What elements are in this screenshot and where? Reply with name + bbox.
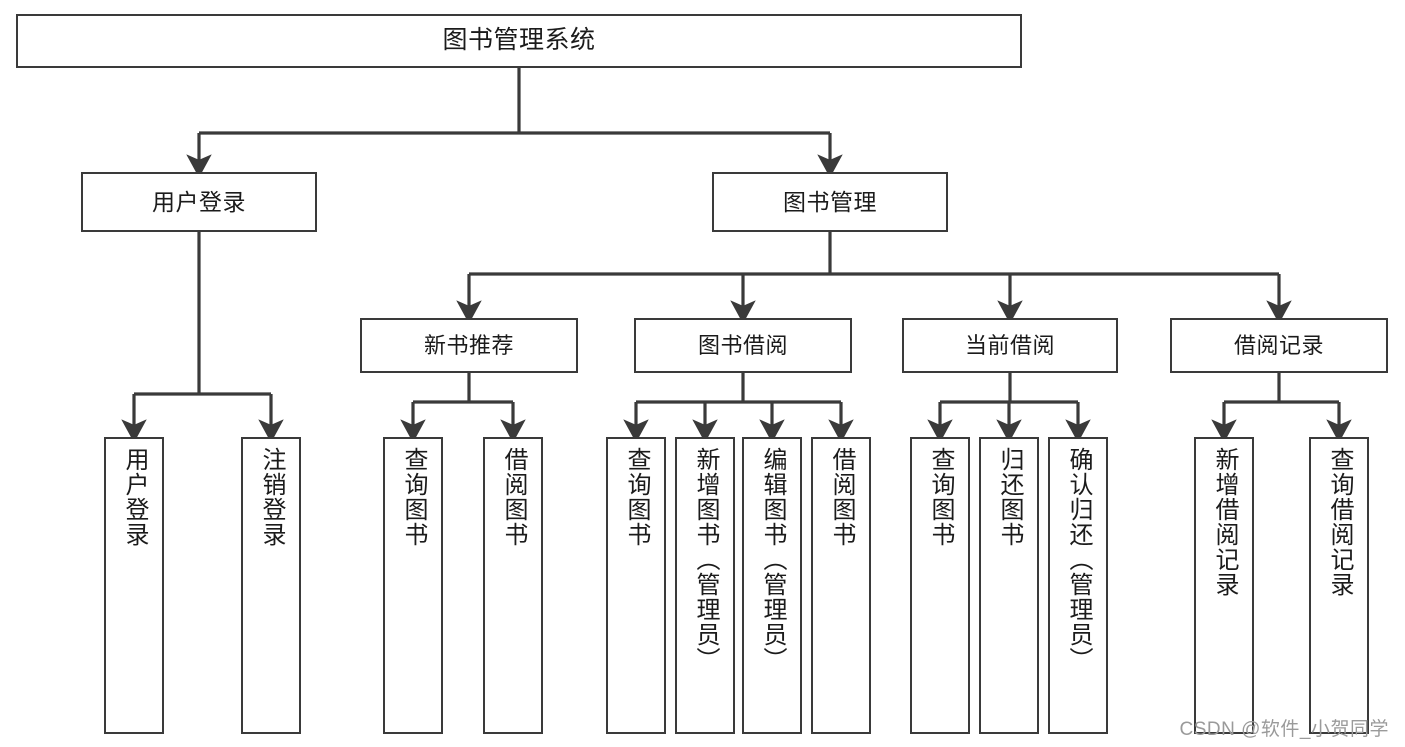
node-leaf-borrow-book-1-label: 借阅图书	[499, 447, 527, 547]
node-user-login[interactable]: 用户登录	[81, 172, 317, 232]
node-book-borrow-label: 图书借阅	[697, 332, 788, 358]
node-leaf-query-book-2[interactable]: 查询图书	[606, 437, 666, 734]
node-leaf-return-book[interactable]: 归还图书	[979, 437, 1039, 734]
node-root[interactable]: 图书管理系统	[16, 14, 1022, 68]
node-new-book-rec[interactable]: 新书推荐	[360, 318, 578, 373]
node-borrow-record[interactable]: 借阅记录	[1170, 318, 1388, 373]
node-book-manage[interactable]: 图书管理	[712, 172, 948, 232]
node-book-manage-label: 图书管理	[783, 188, 877, 215]
node-current-borrow[interactable]: 当前借阅	[902, 318, 1118, 373]
node-leaf-query-book-3-label: 查询图书	[926, 447, 954, 547]
watermark: CSDN @软件_小贺同学	[1179, 719, 1389, 740]
node-current-borrow-label: 当前借阅	[964, 332, 1055, 358]
node-leaf-query-record-label: 查询借阅记录	[1325, 447, 1353, 597]
node-leaf-edit-book[interactable]: 编辑图书（管理员）	[742, 437, 802, 734]
node-new-book-rec-label: 新书推荐	[423, 332, 514, 358]
node-leaf-add-record-label: 新增借阅记录	[1210, 447, 1238, 597]
node-user-login-label: 用户登录	[152, 188, 246, 215]
node-leaf-add-record[interactable]: 新增借阅记录	[1194, 437, 1254, 734]
node-leaf-user-login[interactable]: 用户登录	[104, 437, 164, 734]
node-leaf-query-book-1-label: 查询图书	[399, 447, 427, 547]
node-leaf-edit-book-label: 编辑图书（管理员）	[758, 447, 786, 672]
node-leaf-query-book-1[interactable]: 查询图书	[383, 437, 443, 734]
node-leaf-query-record[interactable]: 查询借阅记录	[1309, 437, 1369, 734]
node-leaf-logout[interactable]: 注销登录	[241, 437, 301, 734]
node-leaf-confirm-return[interactable]: 确认归还（管理员）	[1048, 437, 1108, 734]
node-leaf-borrow-book-2-label: 借阅图书	[827, 447, 855, 547]
node-borrow-record-label: 借阅记录	[1233, 332, 1324, 358]
node-leaf-query-book-3[interactable]: 查询图书	[910, 437, 970, 734]
node-leaf-query-book-2-label: 查询图书	[622, 447, 650, 547]
node-book-borrow[interactable]: 图书借阅	[634, 318, 852, 373]
node-leaf-add-book[interactable]: 新增图书（管理员）	[675, 437, 735, 734]
node-leaf-logout-label: 注销登录	[257, 447, 285, 547]
node-leaf-return-book-label: 归还图书	[995, 447, 1023, 547]
node-leaf-confirm-return-label: 确认归还（管理员）	[1064, 447, 1092, 672]
node-root-label: 图书管理系统	[442, 26, 596, 55]
node-leaf-add-book-label: 新增图书（管理员）	[691, 447, 719, 672]
node-leaf-borrow-book-1[interactable]: 借阅图书	[483, 437, 543, 734]
node-leaf-user-login-label: 用户登录	[120, 447, 148, 547]
node-leaf-borrow-book-2[interactable]: 借阅图书	[811, 437, 871, 734]
